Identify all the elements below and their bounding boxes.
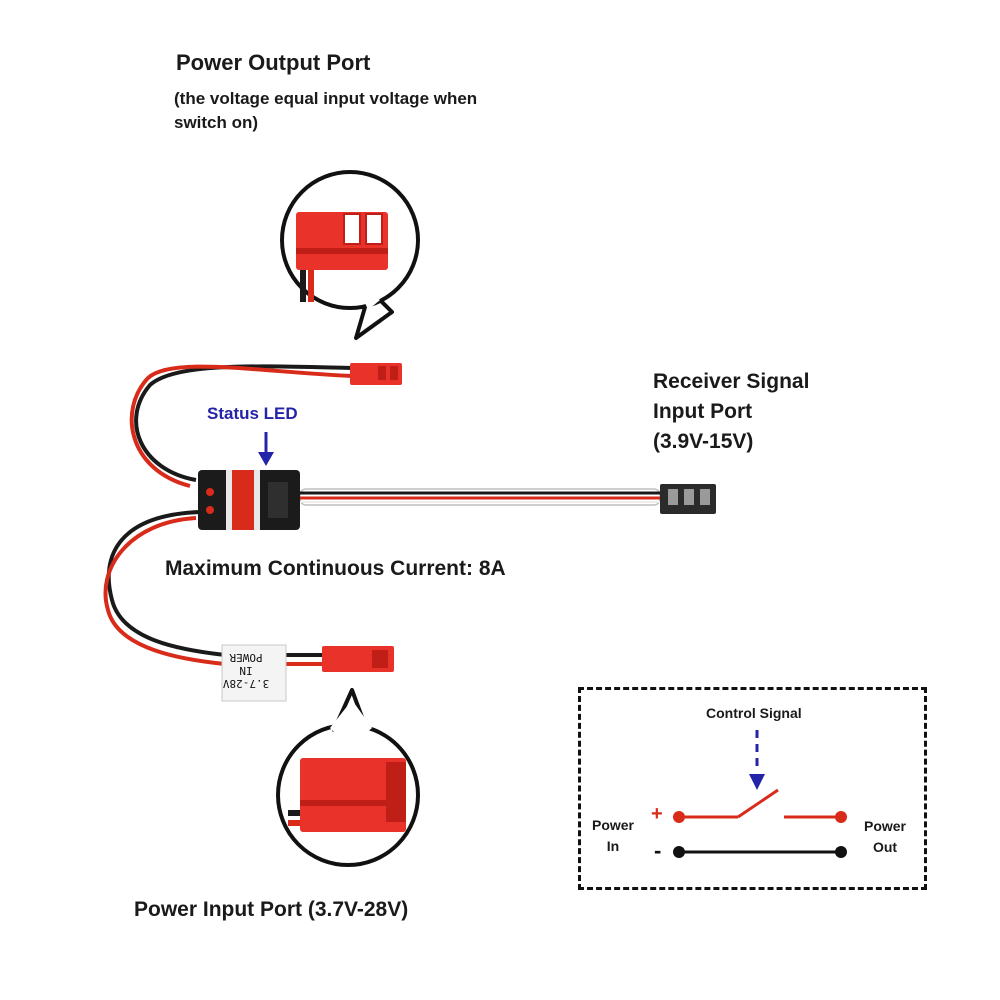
receiver-signal-line2: Input Port <box>653 400 753 423</box>
input-port-callout <box>276 688 420 867</box>
schematic-power-out-label: Power Out <box>855 816 915 858</box>
servo-plug <box>660 484 716 514</box>
receiver-signal-voltage: (3.9V-15V) <box>653 430 754 453</box>
max-current-label: Maximum Continuous Current: 8A <box>165 557 506 580</box>
output-red-wire <box>129 364 353 488</box>
switch-pcb-module <box>198 470 300 530</box>
power-in-word: Power <box>591 817 634 833</box>
power-in-cable-tag <box>221 644 287 702</box>
negative-sign: - <box>654 838 662 863</box>
input-black-wire <box>106 510 226 657</box>
tag-voltage: 3.7-28V <box>222 677 270 690</box>
status-led-arrow <box>258 432 274 466</box>
output-jst-connector <box>350 363 402 385</box>
output-port-callout <box>280 170 420 340</box>
out-word: Out <box>872 839 898 855</box>
output-black-wire <box>134 364 353 482</box>
status-led-label: Status LED <box>207 404 298 423</box>
positive-sign: + <box>651 803 663 825</box>
power-output-port-title: Power Output Port <box>176 50 371 75</box>
schematic-power-in-label: Power In <box>586 815 640 857</box>
in-word: In <box>606 838 620 854</box>
input-red-wire <box>103 516 226 666</box>
receiver-signal-line1: Receiver Signal <box>653 370 810 393</box>
tag-power: POWER <box>229 651 263 664</box>
power-output-port-note: (the voltage equal input voltage when sw… <box>174 89 478 132</box>
power-input-port-title: Power Input Port (3.7V-28V) <box>134 898 409 921</box>
control-signal-label: Control Signal <box>706 705 802 721</box>
switch-schematic <box>673 730 847 858</box>
power-in-tag-text: 3.7-28V IN POWER <box>206 651 286 690</box>
power-out-word: Power <box>863 818 906 834</box>
schematic-dashed-frame <box>578 687 927 890</box>
tag-in: IN <box>239 664 253 677</box>
receiver-signal-label: Receiver Signal Input Port (3.9V-15V) <box>653 367 809 457</box>
input-jst-connector <box>322 646 394 672</box>
